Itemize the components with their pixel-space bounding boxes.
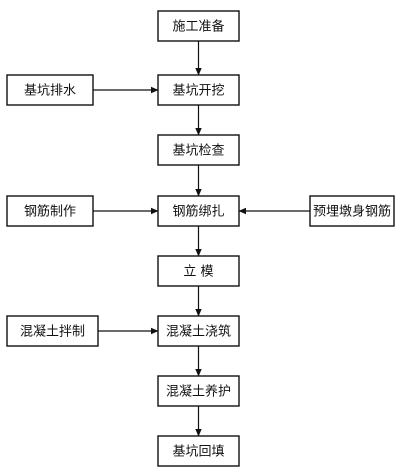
node-label: 混凝土浇筑: [166, 324, 231, 340]
node-box: [157, 134, 240, 166]
node-label: 基坑排水: [24, 84, 76, 99]
node-label: 立 模: [183, 265, 213, 280]
node-drain: 基坑排水: [6, 74, 94, 106]
node-backfill: 基坑回填: [157, 435, 240, 467]
node-label: 基坑回填: [172, 445, 224, 460]
node-prep: 施工准备: [157, 10, 240, 42]
node-embed: 预埋墩身钢筋: [309, 195, 395, 227]
node-box: [309, 195, 395, 227]
node-pour: 混凝土浇筑: [157, 315, 240, 347]
node-label: 基坑检查: [172, 144, 224, 159]
node-box: [157, 255, 240, 287]
node-box: [157, 195, 240, 227]
node-label: 预埋墩身钢筋: [313, 204, 391, 220]
node-label: 施工准备: [172, 19, 224, 35]
node-label: 混凝土拌制: [20, 324, 85, 340]
node-box: [157, 74, 240, 106]
node-box: [6, 195, 94, 227]
node-label: 钢筋绑扎: [172, 204, 224, 220]
node-box: [6, 74, 94, 106]
node-inspect: 基坑检查: [157, 134, 240, 166]
node-box: [157, 10, 240, 42]
node-formwork: 立 模: [157, 255, 240, 287]
node-box: [157, 435, 240, 467]
node-rebar-tie: 钢筋绑扎: [157, 195, 240, 227]
node-cure: 混凝土养护: [157, 375, 240, 407]
node-mix: 混凝土拌制: [6, 315, 99, 347]
node-label: 基坑开挖: [172, 84, 224, 99]
edges-layer: [93, 41, 310, 437]
node-label: 混凝土养护: [166, 384, 231, 400]
node-box: [6, 315, 99, 347]
node-box: [157, 315, 240, 347]
node-label: 钢筋制作: [24, 204, 76, 220]
node-rebar-make: 钢筋制作: [6, 195, 94, 227]
node-excavate: 基坑开挖: [157, 74, 240, 106]
node-box: [157, 375, 240, 407]
